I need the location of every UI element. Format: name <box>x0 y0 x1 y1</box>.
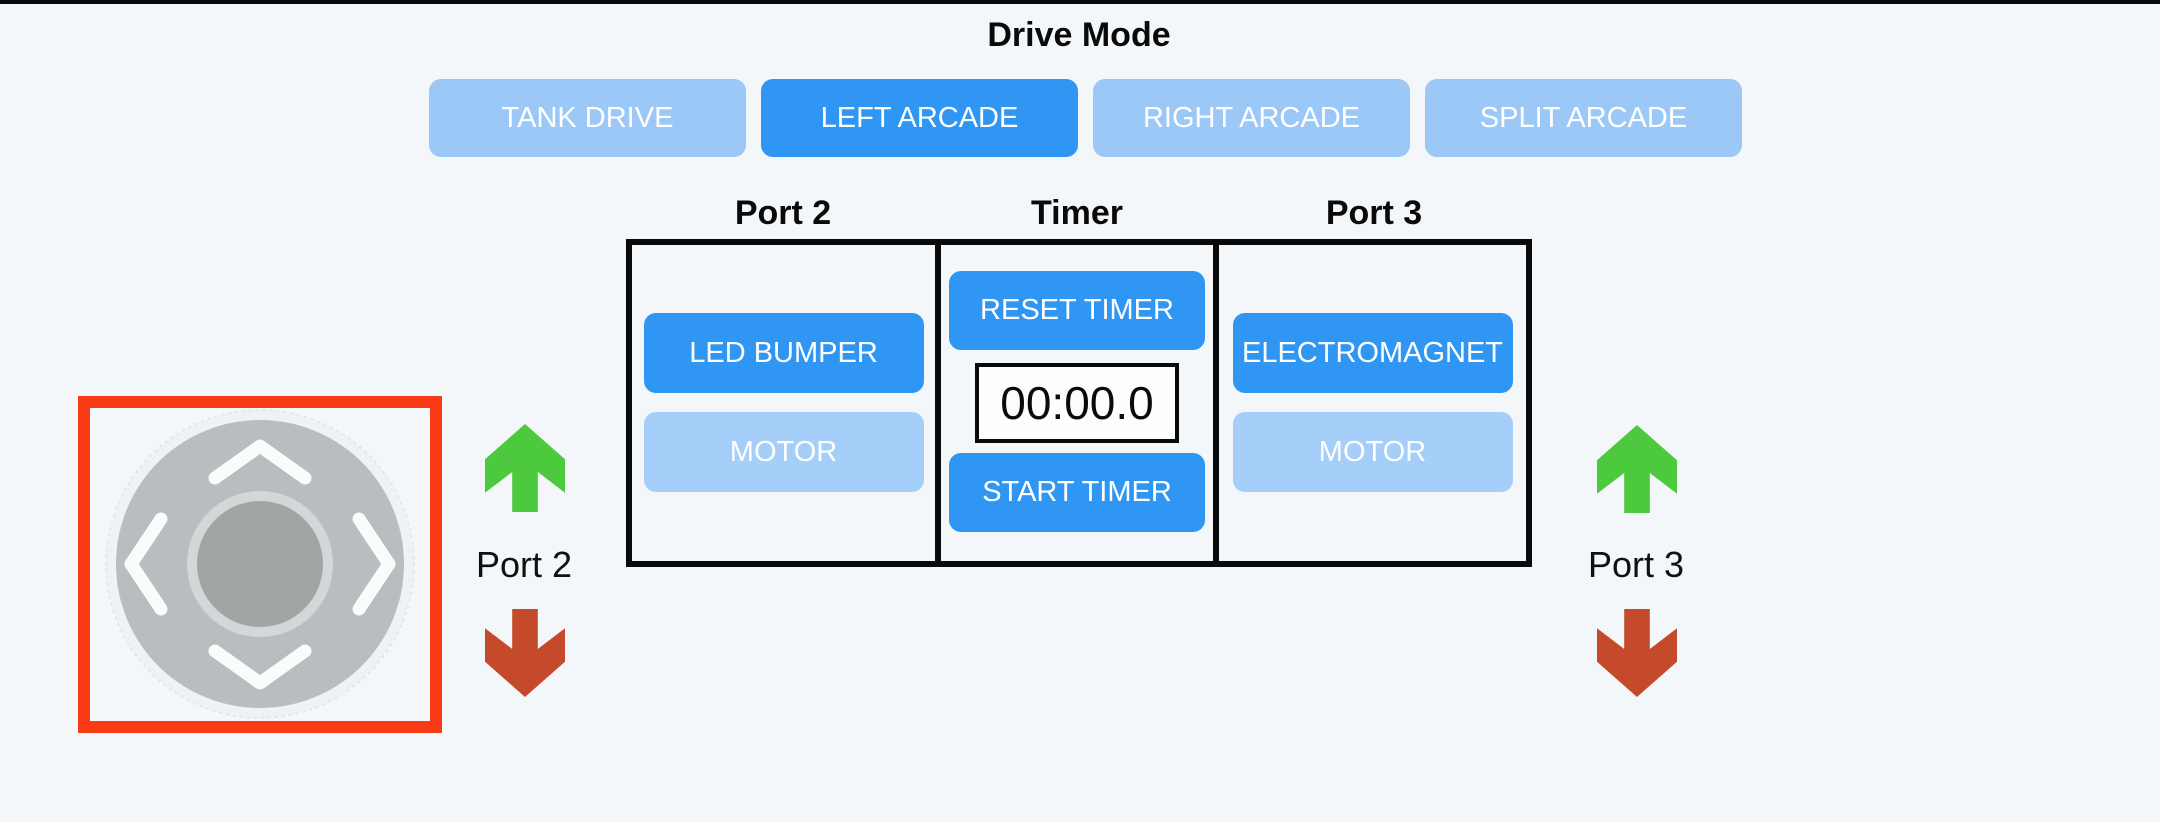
chevron-left-icon <box>124 512 168 616</box>
timer-display: 00:00.0 <box>975 363 1179 443</box>
port3-down-button[interactable] <box>1597 608 1677 698</box>
port3-up-button[interactable] <box>1597 424 1677 514</box>
arrow-up-icon <box>1597 425 1677 513</box>
port2-led-bumper-button[interactable]: LED BUMPER <box>643 313 924 393</box>
arrow-down-icon <box>485 609 565 697</box>
port3-cell: ELECTROMAGNET MOTOR <box>1219 245 1526 561</box>
joystick-graphic <box>105 409 415 719</box>
device-control-table: LED BUMPER MOTOR RESET TIMER 00:00.0 STA… <box>626 239 1532 567</box>
table-divider <box>1213 245 1219 561</box>
port3-motor-button[interactable]: MOTOR <box>1232 412 1513 492</box>
port2-down-button[interactable] <box>485 608 565 698</box>
port2-motor-button[interactable]: MOTOR <box>643 412 924 492</box>
left-joystick[interactable] <box>78 396 442 733</box>
port2-label: Port 2 <box>475 544 573 585</box>
port3-label: Port 3 <box>1587 544 1685 585</box>
timer-column-header: Timer <box>1031 194 1123 232</box>
port2-column-header: Port 2 <box>734 194 832 232</box>
timer-cell: RESET TIMER 00:00.0 START TIMER <box>941 245 1213 561</box>
chevron-up-icon <box>208 439 312 485</box>
port2-cell: LED BUMPER MOTOR <box>632 245 935 561</box>
page-title: Drive Mode <box>987 16 1171 54</box>
start-timer-button[interactable]: START TIMER <box>949 453 1205 532</box>
reset-timer-button[interactable]: RESET TIMER <box>949 271 1205 350</box>
arrow-down-icon <box>1597 609 1677 697</box>
drive-mode-button-right-arcade[interactable]: RIGHT ARCADE <box>1093 79 1410 157</box>
drive-mode-button-tank-drive[interactable]: TANK DRIVE <box>429 79 746 157</box>
joystick-knob[interactable] <box>197 501 323 627</box>
drive-mode-button-left-arcade[interactable]: LEFT ARCADE <box>761 79 1078 157</box>
arrow-up-icon <box>485 424 565 512</box>
port3-column-header: Port 3 <box>1325 194 1423 232</box>
chevron-right-icon <box>352 512 396 616</box>
drive-mode-button-row: TANK DRIVE LEFT ARCADE RIGHT ARCADE SPLI… <box>429 79 1742 157</box>
port2-up-button[interactable] <box>485 423 565 513</box>
table-divider <box>935 245 941 561</box>
chevron-down-icon <box>208 644 312 690</box>
window-top-border <box>0 0 2160 4</box>
drive-mode-button-split-arcade[interactable]: SPLIT ARCADE <box>1425 79 1742 157</box>
port3-electromagnet-button[interactable]: ELECTROMAGNET <box>1232 313 1513 393</box>
